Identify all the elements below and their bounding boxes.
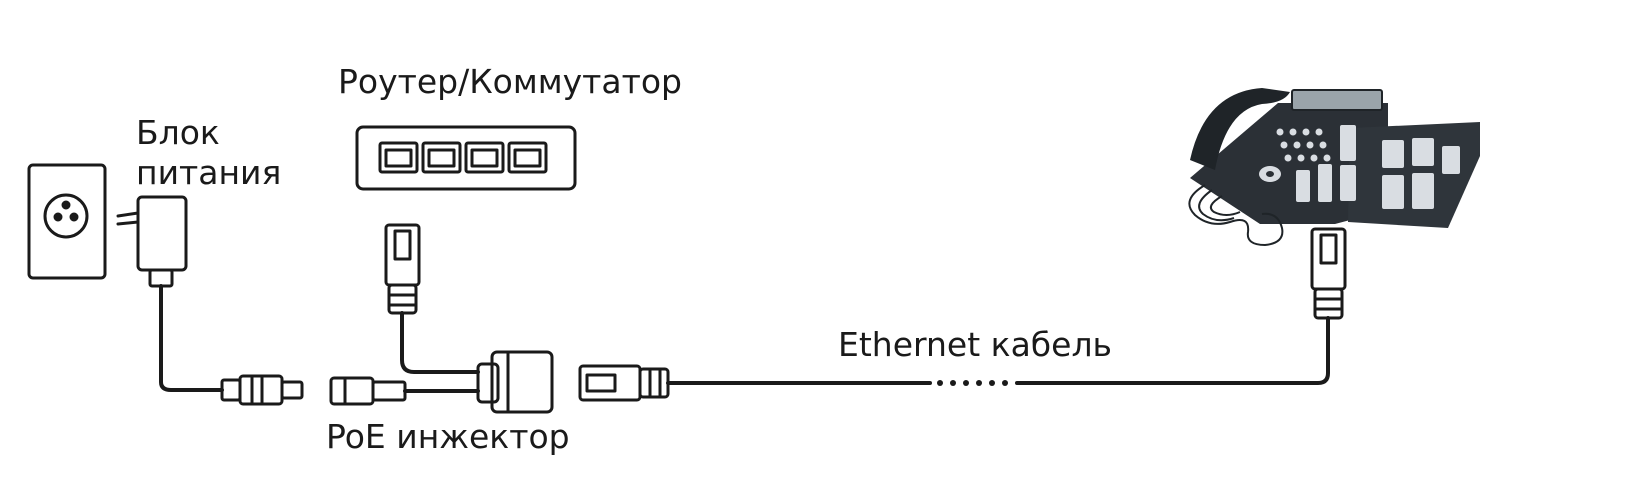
poe-injector-label: PoE инжектор xyxy=(326,417,570,456)
dc-plug-icon xyxy=(220,374,304,406)
ethernet-cable-segment-right xyxy=(1015,316,1330,385)
power-supply-label-line2: питания xyxy=(136,153,282,192)
router-label: Роутер/Коммутатор xyxy=(338,62,682,101)
rj45-connector-router-icon xyxy=(384,223,421,315)
rj45-connector-cable-icon xyxy=(578,364,670,402)
router-switch-icon xyxy=(355,125,577,191)
power-adapter-icon xyxy=(116,195,188,288)
wall-outlet-icon xyxy=(27,163,107,280)
injector-dc-input-icon xyxy=(329,376,480,406)
power-cable xyxy=(159,284,224,392)
poe-injector-icon xyxy=(476,350,554,414)
power-supply-label-line1: Блок xyxy=(136,113,220,152)
rj45-connector-phone-icon xyxy=(1310,227,1347,320)
ethernet-cable-label: Ethernet кабель xyxy=(838,325,1112,364)
data-cable-router xyxy=(400,311,480,374)
cable-break-dots xyxy=(937,380,1008,386)
ip-phone-icon xyxy=(1188,88,1480,247)
